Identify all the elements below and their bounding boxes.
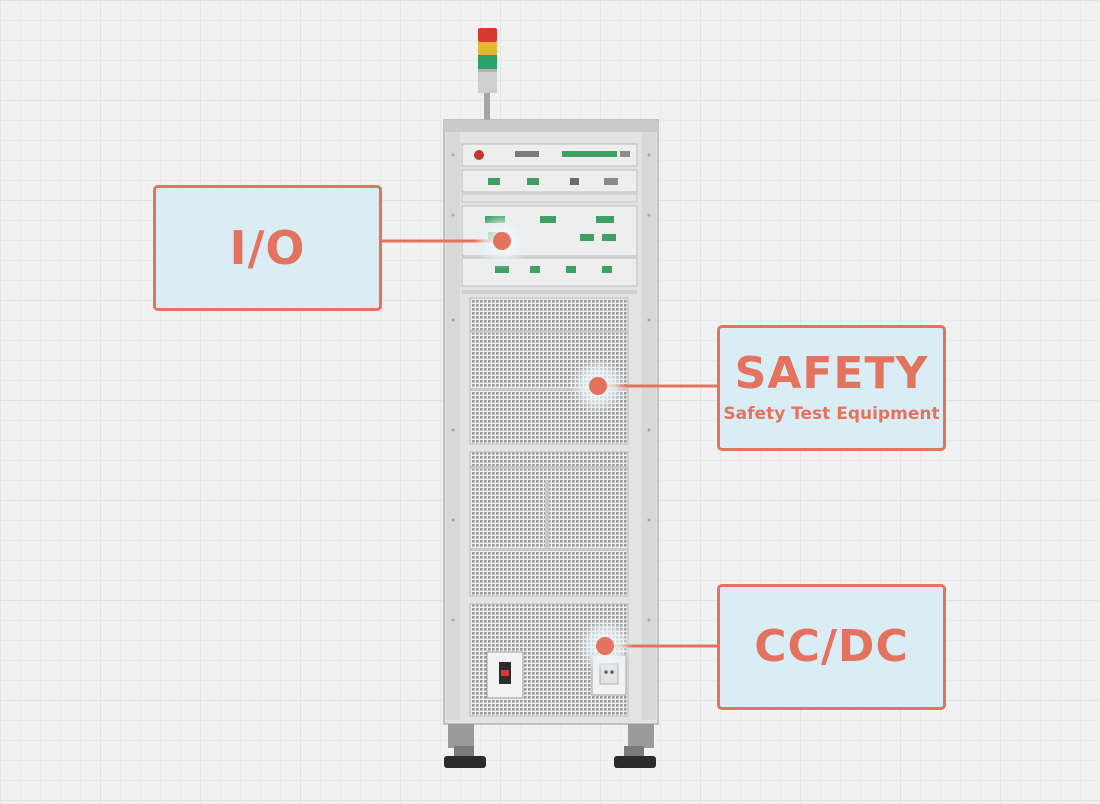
power-module-section bbox=[469, 451, 629, 597]
io-label[interactable]: I/O bbox=[153, 185, 382, 311]
ccdc-label-title: CC/DC bbox=[754, 621, 909, 672]
io-label-title: I/O bbox=[229, 221, 306, 275]
safety-label-title: SAFETY bbox=[734, 348, 929, 399]
safety-label[interactable]: SAFETY Safety Test Equipment bbox=[717, 325, 946, 451]
hotspot-marker-icon bbox=[577, 618, 633, 674]
ccdc-label[interactable]: CC/DC bbox=[717, 584, 946, 710]
emergency-stop-icon bbox=[474, 150, 484, 160]
cabinet-feet bbox=[444, 724, 656, 768]
signal-tower-icon bbox=[478, 28, 497, 120]
safety-label-subtitle: Safety Test Equipment bbox=[723, 404, 940, 424]
hotspot-marker-icon bbox=[570, 358, 626, 414]
hotspot-marker-icon bbox=[474, 213, 530, 269]
